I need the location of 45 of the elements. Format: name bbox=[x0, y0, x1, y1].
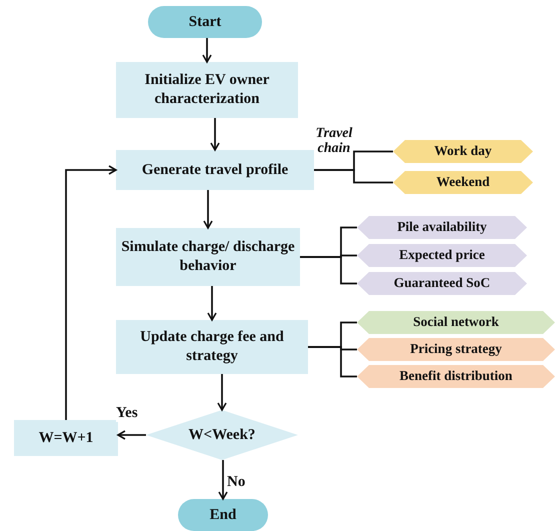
category-hexagon bbox=[357, 272, 527, 295]
node-label: Simulate charge/ discharge behavior bbox=[120, 238, 296, 276]
category-hexagon bbox=[357, 216, 527, 239]
arrow bbox=[207, 286, 217, 321]
node-label: Pricing strategy bbox=[410, 341, 502, 358]
node-label: Social network bbox=[413, 314, 499, 331]
category-hexagon bbox=[357, 365, 555, 388]
arrow bbox=[65, 165, 117, 420]
category-hexagon bbox=[357, 311, 555, 334]
category-hexagon bbox=[393, 171, 533, 194]
connector-line bbox=[314, 169, 393, 184]
node-label: Guaranteed SoC bbox=[394, 275, 490, 292]
node-label: Initialize EV owner characterization bbox=[144, 71, 270, 109]
arrow bbox=[217, 374, 227, 411]
node-label: Start bbox=[188, 12, 222, 32]
process-box bbox=[116, 62, 298, 118]
process-box bbox=[116, 228, 300, 286]
end-terminal bbox=[178, 499, 268, 531]
node-label: Benefit distribution bbox=[400, 368, 512, 385]
arrow bbox=[117, 430, 146, 440]
node-label: Work day bbox=[434, 143, 492, 160]
node-label: W<Week? bbox=[188, 426, 256, 444]
node-label: Expected price bbox=[399, 247, 485, 264]
edge-label: Travel chain bbox=[314, 126, 354, 157]
arrow bbox=[202, 38, 212, 63]
node-label: End bbox=[210, 506, 236, 524]
arrow bbox=[218, 460, 228, 500]
edge-label: Yes bbox=[116, 405, 138, 422]
connector-line bbox=[308, 346, 357, 378]
category-hexagon bbox=[393, 140, 533, 163]
node-label: Weekend bbox=[436, 174, 490, 191]
node-label: Generate travel profile bbox=[142, 160, 288, 180]
category-hexagon bbox=[357, 244, 527, 267]
process-box bbox=[116, 150, 314, 190]
connector-line bbox=[300, 256, 357, 284]
arrow bbox=[210, 118, 220, 151]
category-hexagon bbox=[357, 338, 555, 361]
process-box bbox=[116, 320, 308, 374]
decision-diamond bbox=[146, 410, 298, 460]
arrow bbox=[203, 190, 213, 229]
start-terminal bbox=[148, 6, 262, 38]
node-label: Update charge fee and strategy bbox=[139, 328, 285, 366]
process-box bbox=[14, 420, 118, 456]
node-label: Pile availability bbox=[397, 219, 487, 236]
node-label: W=W+1 bbox=[38, 428, 94, 448]
